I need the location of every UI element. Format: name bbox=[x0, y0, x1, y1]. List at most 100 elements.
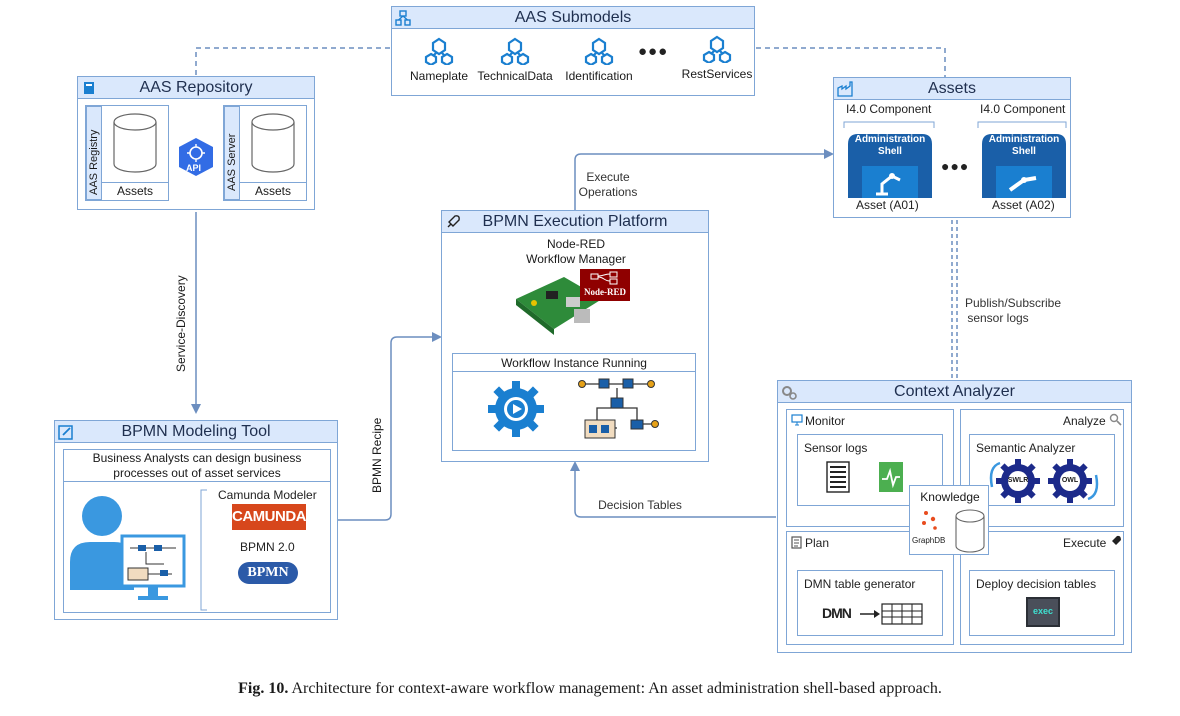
assets-ellipsis: ●●● bbox=[941, 158, 970, 174]
camunda-logo: CAMUNDA bbox=[232, 504, 307, 530]
aas-registry-panel: AAS Registry Assets bbox=[85, 105, 169, 201]
execute-rocket-icon bbox=[1111, 535, 1121, 546]
bpmn-execution-header: BPMN Execution Platform bbox=[442, 211, 708, 233]
component-left-label: I4.0 Component bbox=[846, 102, 932, 116]
monitor-icon bbox=[791, 414, 803, 426]
identification-icon bbox=[584, 37, 614, 65]
dashed-link-submodels-repository bbox=[195, 47, 390, 75]
bpmn-execution-title: BPMN Execution Platform bbox=[482, 213, 668, 230]
knowledge-database-icon bbox=[955, 509, 985, 553]
shell-a01-label: Administration Shell bbox=[854, 134, 926, 157]
dashed-link-submodels-assets bbox=[756, 47, 946, 77]
publish-subscribe-label-2: sensor logs bbox=[967, 311, 1029, 325]
business-analyst-icon bbox=[70, 496, 186, 600]
execute-label: Execute bbox=[1063, 536, 1107, 550]
aas-registry-tab: AAS Registry bbox=[86, 106, 102, 200]
server-assets-label: Assets bbox=[240, 182, 306, 200]
workflow-instance-panel: Workflow Instance Running bbox=[452, 353, 696, 451]
bpmn-modeling-header: BPMN Modeling Tool bbox=[55, 421, 337, 443]
submodel-identification-label: Identification bbox=[565, 69, 633, 83]
robot-arm-icon-a01 bbox=[876, 173, 901, 196]
monitor-panel: Monitor Sensor logs bbox=[786, 409, 954, 527]
sensor-chart-icon bbox=[879, 462, 903, 492]
aas-submodels-title: AAS Submodels bbox=[514, 9, 632, 26]
node-red-logo: Node-RED bbox=[580, 269, 630, 301]
component-right-label: I4.0 Component bbox=[980, 102, 1066, 116]
analyze-panel: Analyze Semantic Analyzer SWLR OWL bbox=[960, 409, 1124, 527]
submodel-nameplate-label: Nameplate bbox=[409, 69, 469, 83]
asset-a01-label: Asset (A01) bbox=[856, 198, 919, 212]
figure-caption: Fig. 10. Architecture for context-aware … bbox=[0, 680, 1180, 698]
monitor-label: Monitor bbox=[805, 414, 846, 428]
aas-repository-header: AAS Repository bbox=[78, 77, 314, 99]
dashed-link-publish-subscribe bbox=[951, 220, 958, 380]
aas-server-panel: AAS Server Assets bbox=[223, 105, 307, 201]
assets-panel: Assets I4.0 Component I4.0 Component Adm… bbox=[833, 77, 1071, 218]
analyze-icon bbox=[1109, 413, 1122, 426]
deploy-panel: Deploy decision tables exec bbox=[969, 570, 1115, 636]
bpmn-modeling-inner: Business Analysts can design business pr… bbox=[63, 449, 331, 613]
decision-tables-label: Decision Tables bbox=[598, 498, 682, 512]
rocket-icon bbox=[447, 215, 460, 228]
aas-server-tab: AAS Server bbox=[224, 106, 240, 200]
arrow-execute-operations bbox=[574, 149, 834, 210]
semantic-analyzer-panel: Semantic Analyzer SWLR OWL bbox=[969, 434, 1115, 506]
context-analyzer-title: Context Analyzer bbox=[894, 383, 1015, 400]
technicaldata-icon bbox=[500, 37, 530, 65]
aas-repository-title: AAS Repository bbox=[139, 79, 253, 96]
assets-header: Assets bbox=[834, 78, 1070, 100]
assets-title: Assets bbox=[927, 80, 976, 97]
knowledge-label: Knowledge bbox=[920, 490, 980, 504]
semantic-analyzer-label: Semantic Analyzer bbox=[976, 441, 1076, 455]
execute-operations-label-2: Operations bbox=[578, 185, 638, 199]
exec-logo: exec bbox=[1032, 606, 1054, 616]
submodels-ellipsis: ●●● bbox=[638, 43, 669, 60]
owl-label: OWL bbox=[1061, 477, 1079, 484]
arrow-decision-tables bbox=[570, 461, 776, 518]
gears-icon bbox=[782, 386, 797, 400]
admin-shell-a01 bbox=[848, 134, 932, 198]
robot-arm-icon-a02 bbox=[1008, 176, 1037, 192]
admin-shell-a02 bbox=[982, 134, 1066, 198]
aas-registry-label: AAS Registry bbox=[88, 129, 100, 195]
bpmn-version-label: BPMN 2.0 bbox=[240, 540, 295, 554]
deploy-label: Deploy decision tables bbox=[976, 577, 1097, 591]
graphdb-label: GraphDB bbox=[912, 536, 946, 545]
asset-a02-label: Asset (A02) bbox=[992, 198, 1055, 212]
workflow-diagram-icon bbox=[578, 378, 659, 439]
shell-a02-label: Administration Shell bbox=[988, 134, 1060, 157]
server-database-icon bbox=[251, 113, 295, 173]
nameplate-icon bbox=[424, 37, 454, 65]
bpmn-execution-panel: BPMN Execution Platform Node-RED Workflo… bbox=[441, 210, 709, 462]
aas-submodels-header: AAS Submodels bbox=[392, 7, 754, 29]
exec-logo-box: exec bbox=[1026, 597, 1060, 627]
bpmn-recipe-label: BPMN Recipe bbox=[370, 417, 384, 493]
edit-icon bbox=[58, 425, 73, 440]
subtitle-line-2: processes out of asset services bbox=[113, 466, 281, 480]
subtitle-line-1: Business Analysts can design business bbox=[92, 451, 302, 465]
execute-operations-label-1: Execute bbox=[586, 170, 630, 184]
node-red-flow-icon bbox=[590, 271, 618, 285]
camunda-label: Camunda Modeler bbox=[218, 488, 317, 502]
api-label: API bbox=[186, 163, 202, 173]
context-analyzer-panel: Context Analyzer Monitor Sensor logs Ana… bbox=[777, 380, 1132, 653]
bpmn-logo: BPMN bbox=[238, 562, 298, 584]
aas-submodels-panel: AAS Submodels Nameplate TechnicalData Id… bbox=[391, 6, 755, 96]
submodel-icon bbox=[395, 10, 411, 26]
workflow-instance-title: Workflow Instance Running bbox=[453, 354, 695, 372]
swrl-owl-gears-icon bbox=[989, 459, 1099, 503]
publish-subscribe-label-1: Publish/Subscribe bbox=[964, 296, 1062, 310]
sensor-logs-label: Sensor logs bbox=[804, 441, 868, 455]
node-red-logo-text: Node-RED bbox=[584, 287, 626, 297]
dmn-table-icon bbox=[860, 603, 923, 625]
restservices-icon bbox=[702, 35, 732, 63]
analyze-label: Analyze bbox=[1063, 414, 1106, 428]
node-red-title-1: Node-RED bbox=[546, 237, 606, 251]
registry-assets-label: Assets bbox=[102, 182, 168, 200]
plan-icon bbox=[791, 536, 802, 549]
submodel-restservices-label: RestServices bbox=[681, 67, 753, 81]
factory-icon bbox=[837, 81, 853, 97]
dmn-generator-panel: DMN table generator DMN bbox=[797, 570, 943, 636]
bpmn-modeling-panel: BPMN Modeling Tool Business Analysts can… bbox=[54, 420, 338, 620]
